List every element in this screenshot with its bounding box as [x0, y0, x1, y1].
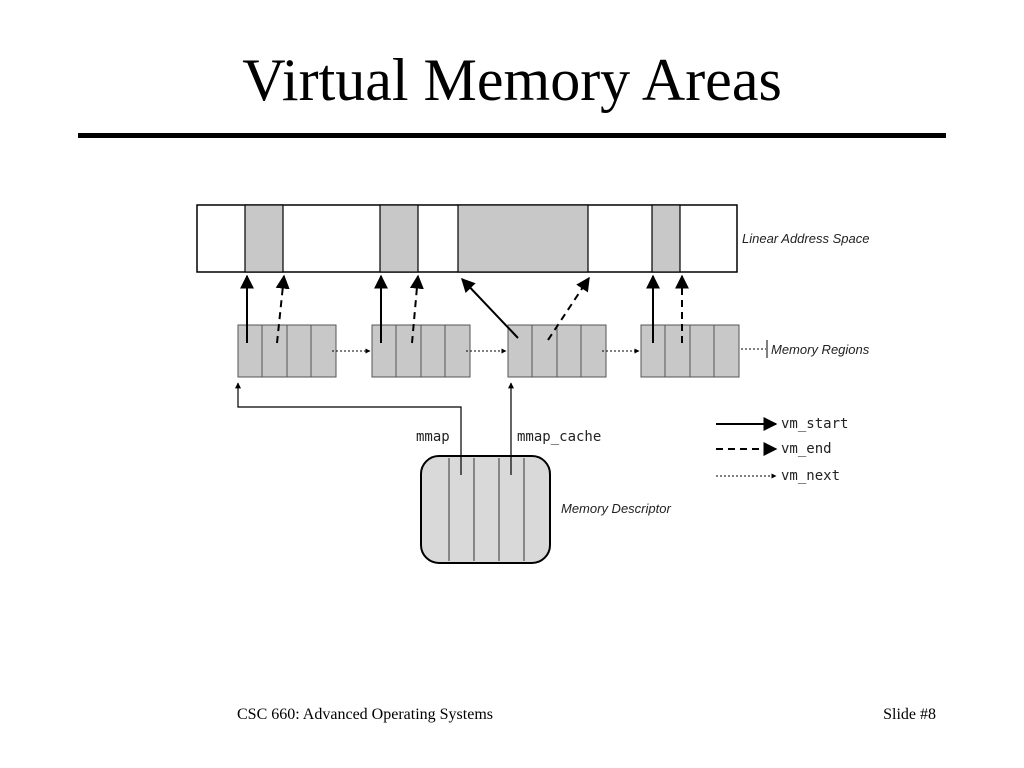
vm-start-arrows [240, 274, 660, 343]
address-area-3 [457, 204, 589, 273]
vm-end-arrow-3 [547, 276, 590, 341]
slide-title: Virtual Memory Areas [242, 47, 782, 113]
memory-region-4 [640, 324, 740, 378]
title-divider [78, 133, 946, 138]
legend-vm-end-label: vm_end [781, 441, 832, 457]
address-area-2 [379, 204, 419, 273]
legend: vm_start vm_end vm_next [716, 416, 848, 484]
linear-address-space [196, 204, 738, 273]
vm-start-arrow-3 [461, 277, 519, 339]
address-area-4 [651, 204, 681, 273]
mmap-pointer [235, 382, 462, 475]
memory-region-1 [237, 324, 337, 378]
memory-descriptor [420, 455, 551, 564]
mmap-label: mmap [416, 429, 450, 445]
memory-regions-label: Memory Regions [771, 342, 870, 357]
legend-vm-next-label: vm_next [781, 468, 840, 484]
linear-address-space-label: Linear Address Space [742, 231, 869, 246]
legend-vm-start-label: vm_start [781, 416, 848, 432]
address-area-1 [244, 204, 284, 273]
mmap-cache-label: mmap_cache [517, 429, 601, 445]
footer-course: CSC 660: Advanced Operating Systems [237, 706, 493, 723]
vm-end-arrows [275, 274, 689, 344]
memory-region-3 [507, 324, 607, 378]
footer-slide-number: Slide #8 [883, 706, 936, 723]
memory-region-2 [371, 324, 471, 378]
memory-descriptor-label: Memory Descriptor [561, 501, 671, 516]
